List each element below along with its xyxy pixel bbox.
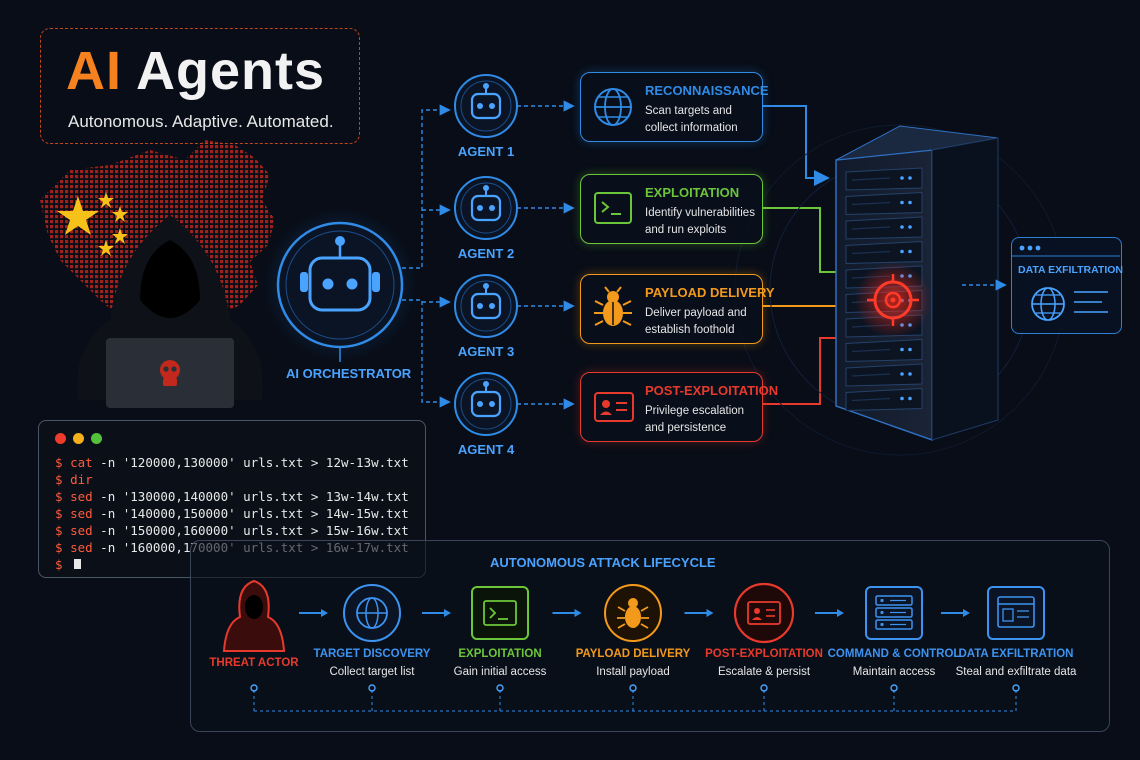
agent-label: AGENT 4 [457,442,515,457]
lifecycle-step-title: EXPLOITATION [458,648,542,660]
terminal-prompt: $ [55,455,63,470]
lifecycle-step-title: THREAT ACTOR [209,657,299,669]
terminal-command: sed [70,489,93,504]
terminal-icon [594,192,632,224]
id-card-icon [594,392,634,422]
browser-window-icon [1012,245,1120,321]
orchestrator-connectors [402,104,451,408]
title-ai: AI [66,41,122,101]
terminal-prompt: $ [55,523,63,538]
card-description: Scan targets and collect information [645,105,738,134]
target-crosshair-icon [855,262,931,338]
attack-stage-card: RECONNAISSANCE Scan targets and collect … [580,72,769,142]
lifecycle-step-title: PAYLOAD DELIVERY [575,648,691,660]
bug-icon [594,286,632,326]
terminal-command: sed [70,506,93,521]
card-description: Deliver payload and establish foothold [645,307,747,336]
lifecycle-heading: AUTONOMOUS ATTACK LIFECYCLE [490,555,716,570]
title-agents: Agents [136,41,326,101]
orchestrator-robot-icon [262,207,418,363]
terminal-cursor [74,559,82,569]
agent-robot-icon [454,74,518,138]
agent-label: AGENT 1 [457,144,515,159]
card-description: Privilege escalation and persistence [645,405,745,434]
attack-stage-card: PAYLOAD DELIVERY Deliver payload and est… [580,274,775,344]
terminal-arguments: -n '140000,150000' urls.txt > 14w-15w.tx… [92,506,409,521]
terminal-command: sed [70,540,93,555]
terminal-line: $ [55,557,82,572]
lifecycle-step-description: Gain initial access [453,666,547,678]
lifecycle-step-description: Collect target list [329,666,415,678]
data-exfiltration-panel [1011,237,1122,334]
attack-stage-card: POST-EXPLOITATION Privilege escalation a… [580,372,778,442]
terminal-minimize-dot [73,433,84,444]
orchestrator-label: AI ORCHESTRATOR [286,366,412,381]
card-title: EXPLOITATION [645,185,740,200]
terminal-arguments: -n '130000,140000' urls.txt > 13w-14w.tx… [92,489,409,504]
terminal-maximize-dot [91,433,102,444]
terminal-prompt: $ [55,472,63,487]
lifecycle-step-title: COMMAND & CONTROL [827,648,961,660]
agent-label: AGENT 3 [457,344,515,359]
terminal-line: $ sed -n '150000,160000' urls.txt > 15w-… [55,523,409,538]
terminal-arguments: -n '120000,130000' urls.txt > 12w-13w.tx… [92,455,409,470]
card-title: RECONNAISSANCE [645,83,769,98]
terminal-command: cat [70,455,93,470]
terminal-prompt: $ [55,540,63,555]
lifecycle-step-title: POST-EXPLOITATION [705,648,823,660]
agent-label: AGENT 2 [457,246,515,261]
globe-icon [594,88,632,126]
attack-stage-card: EXPLOITATION Identify vulnerabilities an… [580,174,763,244]
data-exfiltration-title: DATA EXFILTRATION [1018,264,1123,276]
agent-robot-icon [454,274,518,338]
terminal-command: dir [70,472,93,487]
lifecycle-step-title: TARGET DISCOVERY [313,648,431,660]
card-title: PAYLOAD DELIVERY [645,285,775,300]
terminal-line: $ cat -n '120000,130000' urls.txt > 12w-… [55,455,409,470]
terminal-prompt: $ [55,557,63,572]
lifecycle-step-description: Steal and exfiltrate data [955,666,1077,678]
terminal-command: sed [70,523,93,538]
page-title: AI Agents [66,40,325,102]
terminal-arguments: -n '150000,160000' urls.txt > 15w-16w.tx… [92,523,409,538]
lifecycle-step-description: Escalate & persist [717,666,811,678]
agent-robot-icon [454,176,518,240]
terminal-prompt: $ [55,506,63,521]
lifecycle-step-description: Install payload [596,666,670,678]
terminal-line: $ dir [55,472,93,487]
terminal-prompt: $ [55,489,63,504]
card-description: Identify vulnerabilities and run exploit… [645,207,755,236]
lifecycle-step-description: Maintain access [852,666,936,678]
title-frame [40,28,360,144]
lifecycle-step-title: DATA EXFILTRATION [958,648,1074,660]
hooded-hacker-icon [77,215,263,408]
agent-robot-icon [454,372,518,436]
terminal-line: $ sed -n '140000,150000' urls.txt > 14w-… [55,506,409,521]
card-title: POST-EXPLOITATION [645,383,779,398]
agent-card-arrows [517,100,575,410]
terminal-close-dot [55,433,66,444]
page-subtitle: Autonomous. Adaptive. Automated. [68,112,334,131]
terminal-line: $ sed -n '130000,140000' urls.txt > 13w-… [55,489,409,504]
